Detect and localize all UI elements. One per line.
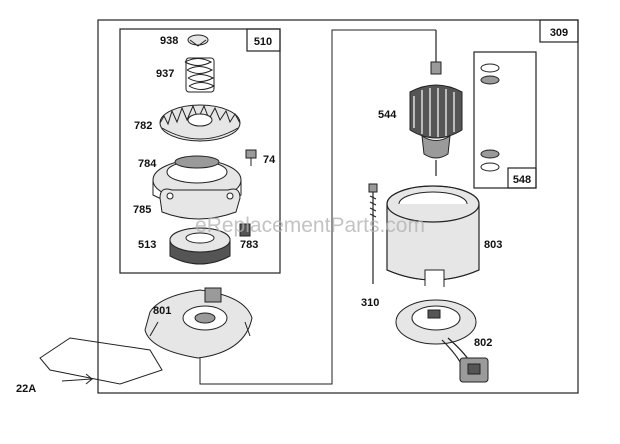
part-801-end-cap [144,287,253,359]
part-803-housing [386,185,480,287]
box-label-548: 548 [513,174,531,186]
box-label-510: 510 [254,36,272,48]
assembly-box-309: 309 [97,19,579,394]
part-785-flange [159,188,241,220]
box-label-309: 309 [550,27,568,39]
label-74: 74 [263,154,276,166]
label-782: 782 [134,120,152,132]
part-548-brushes [480,63,500,172]
watermark: eReplacementParts.com [195,214,425,237]
part-782-gear [159,104,241,142]
label-785: 785 [133,204,151,216]
part-802-brush-plate [395,299,489,383]
label-938: 938 [160,35,178,47]
part-74-screw [245,149,257,166]
part-783-retainer [239,223,251,237]
label-784: 784 [138,158,157,170]
label-22a: 22A [16,383,36,395]
part-22a-lead [39,337,163,385]
part-513-clutch [169,227,231,265]
label-801: 801 [153,305,171,317]
brush-kit-box-548: 548 [473,51,537,189]
part-544-armature [409,30,463,176]
label-310: 310 [361,297,379,309]
label-803: 803 [484,239,502,251]
label-783: 783 [240,239,258,251]
label-802: 802 [474,337,492,349]
part-938-cap [187,34,209,47]
part-310-bolt [368,183,378,284]
part-937-spring [184,57,216,93]
label-937: 937 [156,68,174,80]
label-544: 544 [378,109,397,121]
drive-kit-box-510: 510 [119,28,281,274]
label-513: 513 [138,239,156,251]
connector-line [199,29,436,385]
